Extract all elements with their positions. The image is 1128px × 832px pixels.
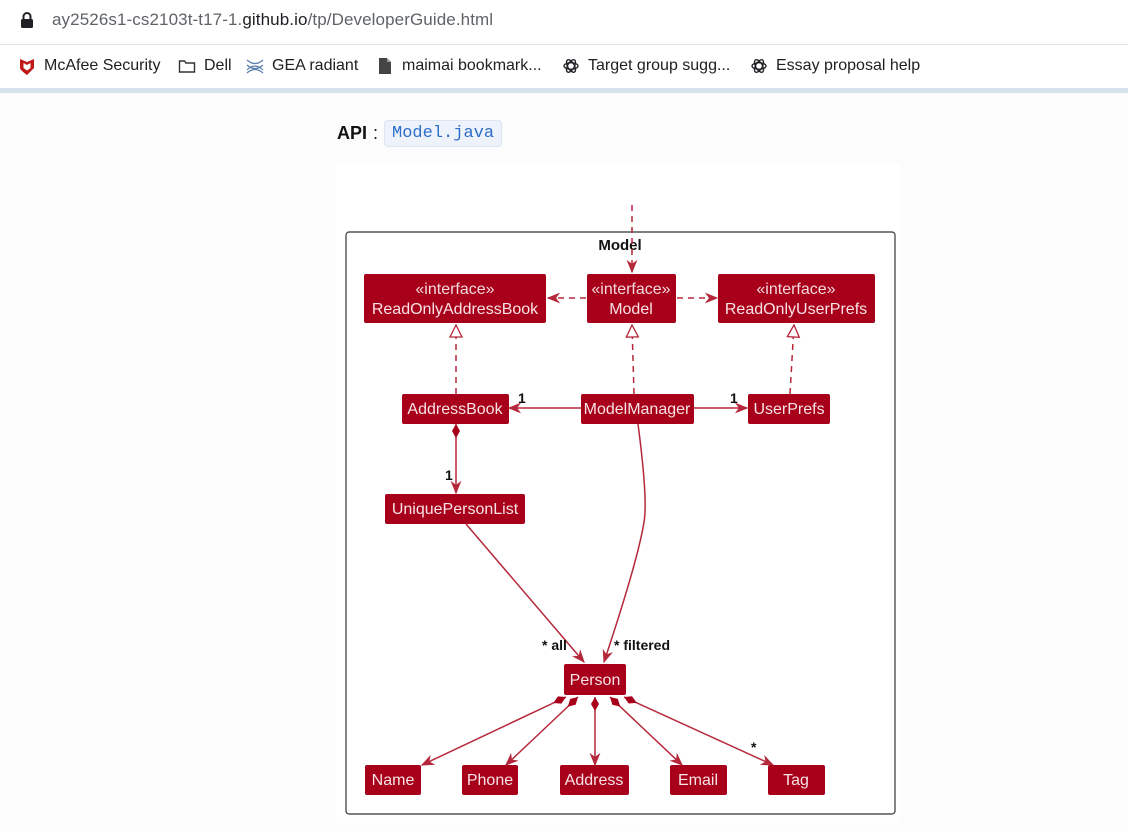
svg-text:Name: Name xyxy=(372,772,415,789)
svg-text:ReadOnlyUserPrefs: ReadOnlyUserPrefs xyxy=(725,301,867,318)
address-bar[interactable]: ay2526s1-cs2103t-t17-1.github.io/tp/Deve… xyxy=(0,0,1128,45)
node-readonly-addressbook: «interface» ReadOnlyAddressBook xyxy=(364,274,546,323)
svg-text:UniquePersonList: UniquePersonList xyxy=(392,501,519,518)
url-text[interactable]: ay2526s1-cs2103t-t17-1.github.io/tp/Deve… xyxy=(52,10,494,29)
node-tag: Tag xyxy=(768,765,825,795)
node-addressbook: AddressBook xyxy=(402,394,509,424)
node-readonly-userprefs: «interface» ReadOnlyUserPrefs xyxy=(718,274,875,323)
svg-text:Email: Email xyxy=(678,772,718,789)
api-line: API : Model.java xyxy=(337,120,503,147)
svg-text:Model: Model xyxy=(609,301,653,318)
bookmarks-bar: McAfee Security Dell GEA radiant maimai … xyxy=(0,45,1128,93)
api-label: API xyxy=(337,123,368,143)
bookmark-dell[interactable]: Dell xyxy=(178,57,232,75)
svg-text:AddressBook: AddressBook xyxy=(407,401,503,418)
edge-person-tag xyxy=(623,696,775,766)
label-mm-up-multiplicity: 1 xyxy=(730,390,738,406)
node-phone: Phone xyxy=(462,765,518,795)
gea-icon xyxy=(246,59,264,74)
folder-icon xyxy=(178,60,196,73)
svg-text:UserPrefs: UserPrefs xyxy=(753,401,824,418)
edge-modelmanager-realizes xyxy=(632,325,634,395)
bookmark-gea-radiant[interactable]: GEA radiant xyxy=(246,57,358,75)
label-all: * all xyxy=(542,637,567,653)
label-mm-ab-multiplicity: 1 xyxy=(518,390,526,406)
chatgpt-icon xyxy=(751,59,767,73)
mcafee-icon xyxy=(20,59,34,75)
lock-icon[interactable] xyxy=(20,11,34,29)
node-person: Person xyxy=(564,664,626,695)
chatgpt-icon xyxy=(563,59,579,73)
bookmark-target-group[interactable]: Target group sugg... xyxy=(562,57,730,75)
svg-text:ReadOnlyAddressBook: ReadOnlyAddressBook xyxy=(372,301,539,318)
svg-text:Person: Person xyxy=(570,672,621,689)
svg-text:Address: Address xyxy=(565,772,624,789)
edge-userprefs-realizes xyxy=(790,325,794,395)
svg-text:«interface»: «interface» xyxy=(756,281,835,298)
node-name: Name xyxy=(365,765,421,795)
svg-text:ModelManager: ModelManager xyxy=(584,401,691,418)
node-address: Address xyxy=(560,765,629,795)
svg-text:«interface»: «interface» xyxy=(415,281,494,298)
bookmark-maimai[interactable]: maimai bookmark... xyxy=(376,57,542,75)
edge-uniquepersonlist-person xyxy=(465,523,585,664)
package-frame xyxy=(345,231,896,815)
file-icon xyxy=(379,58,391,74)
node-model: «interface» Model xyxy=(587,274,676,323)
node-uniquepersonlist: UniquePersonList xyxy=(385,494,525,524)
diagram-svg: Model «interface» ReadOnlyAddressBook xyxy=(345,205,896,815)
svg-text:«interface»: «interface» xyxy=(591,281,670,298)
package-title: Model xyxy=(598,237,641,254)
model-class-diagram: Model «interface» ReadOnlyAddressBook xyxy=(336,163,900,823)
svg-text:Tag: Tag xyxy=(783,772,809,789)
label-ab-upl-multiplicity: 1 xyxy=(445,467,453,483)
bookmark-mcafee[interactable]: McAfee Security xyxy=(18,57,160,75)
node-modelmanager: ModelManager xyxy=(581,394,694,424)
node-userprefs: UserPrefs xyxy=(748,394,830,424)
edge-person-phone xyxy=(505,696,579,766)
label-filtered: * filtered xyxy=(614,637,670,653)
label-tag-multiplicity: * xyxy=(751,739,757,755)
api-separator: : xyxy=(373,123,379,143)
bookmark-essay-proposal[interactable]: Essay proposal help xyxy=(750,57,920,75)
svg-text:Phone: Phone xyxy=(467,772,513,789)
api-model-java-link[interactable]: Model.java xyxy=(384,120,503,147)
edge-modelmanager-person xyxy=(602,423,646,664)
node-email: Email xyxy=(670,765,727,795)
